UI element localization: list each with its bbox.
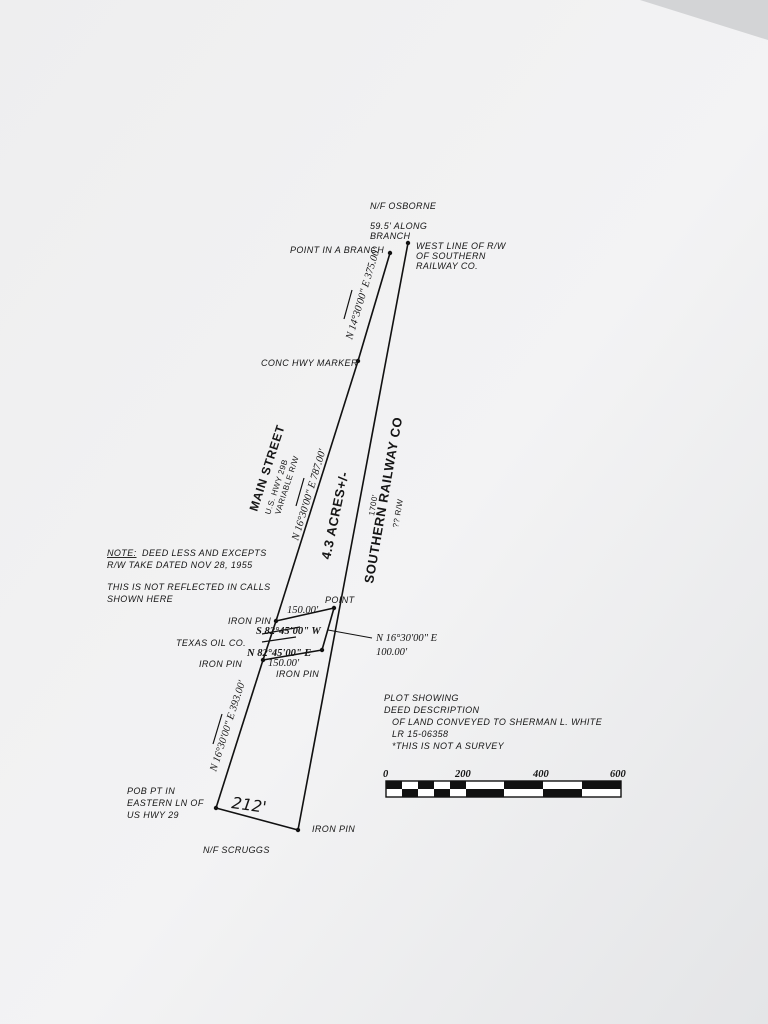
point-branch-label: POINT IN A BRANCH <box>290 245 384 255</box>
nf-osborne-label: N/F OSBORNE <box>370 201 437 211</box>
note-title: NOTE: <box>107 548 137 558</box>
exception-east-line <box>321 607 335 651</box>
plot-info-line-1: PLOT SHOWING <box>384 693 459 703</box>
iron-pin-label-3: IRON PIN <box>199 659 242 669</box>
plot-info-line-4: LR 15-06358 <box>392 729 448 739</box>
point-branch-marker <box>387 250 393 256</box>
note-line-4: SHOWN HERE <box>107 594 174 604</box>
main-street-line-upper <box>357 252 391 362</box>
scale-bar: 0 200 400 600 <box>383 769 627 798</box>
rw-1700-label: 1700' <box>367 494 380 517</box>
point-label: POINT <box>325 595 356 605</box>
nf-scruggs-label: N/F SCRUGGS <box>203 845 270 855</box>
s-distance-label: 150.00' <box>287 605 319 616</box>
note-line-1: DEED LESS AND EXCEPTS <box>142 548 267 558</box>
arrow-n-bearing <box>261 636 297 643</box>
lower-west-line <box>215 659 264 809</box>
arrow-top-seg <box>343 289 353 320</box>
along-branch-label-1: 59.5' ALONG <box>370 221 427 231</box>
west-line-label-1: WEST LINE OF R/W <box>416 241 507 251</box>
pob-label-3: US HWY 29 <box>127 810 179 820</box>
pob-label-1: POB PT IN <box>127 786 175 796</box>
note-line-3: THIS IS NOT REFLECTED IN CALLS <box>107 582 271 592</box>
scale-tick-200: 200 <box>454 769 472 780</box>
railway-west-line <box>297 242 409 831</box>
leader-east-bearing <box>327 629 373 639</box>
scale-tick-0: 0 <box>383 769 389 780</box>
arrow-s-bearing <box>261 626 301 635</box>
iron-pin-point-2 <box>319 647 325 653</box>
plot-info-line-5: *THIS IS NOT A SURVEY <box>392 741 505 751</box>
n-bearing-label: N 82°45'00" E <box>246 648 311 659</box>
desk-corner <box>640 0 768 40</box>
exception-north-line <box>262 649 323 661</box>
south-line <box>215 807 299 831</box>
parcel-boundary <box>215 242 409 831</box>
railway-corner-marker <box>405 240 411 246</box>
arrow-low-seg <box>212 713 223 745</box>
iron-pin-label-1: IRON PIN <box>228 616 271 626</box>
corner-points <box>213 240 411 833</box>
arrow-mid-seg <box>295 477 305 507</box>
scale-bar-blocks <box>386 781 621 797</box>
plot-info-block: PLOT SHOWING DEED DESCRIPTION OF LAND CO… <box>384 693 603 751</box>
pob-point <box>213 805 219 811</box>
scale-tick-400: 400 <box>532 769 550 780</box>
iron-pin-point-1 <box>273 618 279 624</box>
e-bearing-label: N 16°30'00" E <box>375 633 438 644</box>
point-marker <box>331 605 337 611</box>
iron-pin-point-3 <box>260 657 266 663</box>
pob-label-2: EASTERN LN OF <box>127 798 204 808</box>
texas-oil-label: TEXAS OIL CO. <box>176 638 246 648</box>
note-line-2: R/W TAKE DATED NOV 28, 1955 <box>107 560 253 570</box>
iron-pin-label-2: IRON PIN <box>276 669 319 679</box>
conc-marker-label: CONC HWY MARKER <box>261 358 358 368</box>
conc-marker-point <box>355 358 361 364</box>
s-bearing-label: S 82°45'00" W <box>256 626 321 637</box>
bearing-arrows <box>212 289 353 745</box>
west-line-label-3: RAILWAY CO. <box>416 261 478 271</box>
e-distance-label: 100.00' <box>376 647 408 658</box>
along-branch-label-2: BRANCH <box>370 231 411 241</box>
scale-tick-600: 600 <box>610 769 627 780</box>
main-street-line-middle <box>275 360 359 622</box>
west-line-label-2: OF SOUTHERN <box>416 251 486 261</box>
plot-info-line-3: OF LAND CONVEYED TO SHERMAN L. WHITE <box>392 717 603 727</box>
exception-south-line <box>275 607 335 622</box>
iron-pin-label-4: IRON PIN <box>312 824 355 834</box>
iron-pin-point-4 <box>295 827 301 833</box>
handwritten-distance: 212' <box>230 793 267 817</box>
deed-note: NOTE: DEED LESS AND EXCEPTS R/W TAKE DAT… <box>107 548 271 604</box>
n-distance-label: 150.00' <box>268 658 300 669</box>
plot-info-line-2: DEED DESCRIPTION <box>384 705 480 715</box>
